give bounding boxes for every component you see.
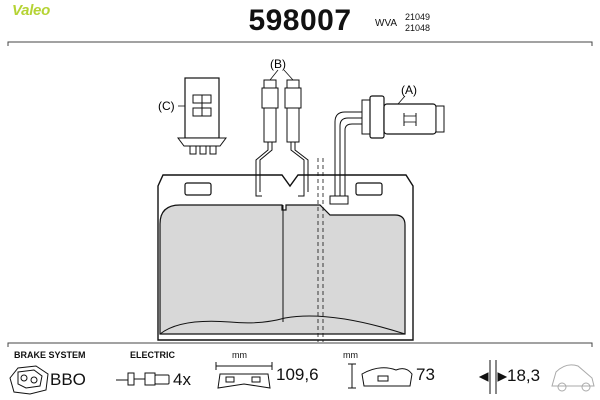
sensor-a-connector — [361, 95, 445, 139]
sensor-a-wire — [334, 111, 362, 200]
sensor-b-wire-right-2 — [294, 142, 309, 192]
electric-label: ELECTRIC — [130, 350, 175, 360]
mounting-slot-right — [355, 182, 383, 196]
label-a: (A) — [401, 83, 417, 97]
label-b: (B) — [270, 57, 286, 71]
pad-width-icon — [215, 362, 273, 389]
sensor-b-connector-right — [284, 79, 302, 143]
thickness-value: 18,3 — [507, 366, 541, 385]
sensor-b-wire-left-2 — [259, 142, 273, 192]
width-value: 109,6 — [276, 365, 319, 384]
sensor-b-connector-left — [261, 79, 279, 143]
sensor-a-clip — [329, 195, 349, 205]
electric-sensor-icon — [116, 372, 170, 386]
electric-value: 4x — [173, 370, 191, 389]
mounting-slot-left — [184, 182, 212, 196]
brake-system-value: BBO — [50, 370, 86, 389]
header-frame — [7, 41, 593, 46]
sensor-b-wire-right — [290, 142, 305, 197]
part-number: 598007 — [248, 4, 352, 37]
sensor-c-connector — [177, 77, 227, 155]
leader-a — [397, 95, 406, 105]
wva-number-1: 21049 — [405, 12, 431, 22]
brake-caliper-icon — [9, 365, 49, 395]
sensor-b-wire-left — [255, 142, 269, 197]
wva-label: WVA — [375, 18, 398, 29]
height-unit: mm — [343, 350, 358, 360]
car-icon — [551, 364, 595, 392]
thickness-icon — [478, 360, 508, 394]
brand-logo: Valeo — [12, 2, 50, 19]
pad-bottom-curve — [159, 315, 406, 335]
footer-frame — [7, 342, 593, 347]
leader-b-right — [283, 69, 294, 81]
height-value: 73 — [416, 365, 435, 384]
label-c: (C) — [158, 99, 175, 113]
pad-height-icon — [348, 363, 413, 389]
leader-b-left — [269, 69, 279, 81]
width-unit: mm — [232, 350, 247, 360]
wva-number-2: 21048 — [405, 23, 431, 33]
brake-system-label: BRAKE SYSTEM — [14, 350, 86, 360]
